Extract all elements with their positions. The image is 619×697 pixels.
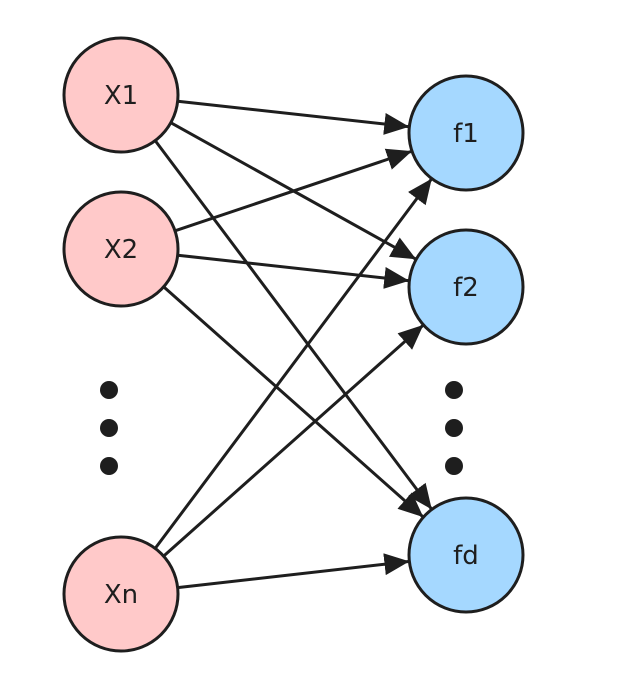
input-node-x1-circle: [62, 36, 180, 154]
input-node-xn-circle: [62, 535, 180, 653]
edge-x2-to-f1: [173, 148, 413, 233]
edge-x2-to-f2: [176, 253, 410, 289]
output-node-fd-circle: [407, 496, 525, 614]
output-node-fd-label: fd: [453, 541, 479, 571]
output-node-f1: f1: [407, 74, 525, 192]
input-node-xn: Xn: [62, 535, 180, 653]
edge-xn-to-f1: [153, 177, 433, 550]
output-node-f2: f2: [407, 228, 525, 346]
input-node-x1-label: X1: [104, 81, 138, 111]
input-node-xn-label: Xn: [104, 580, 138, 610]
edges-layer: [153, 99, 433, 590]
edge-xn-to-f2: [162, 324, 425, 558]
output-node-f1-circle: [407, 74, 525, 192]
edge-x1-to-f1: [176, 99, 410, 135]
output-node-f2-label: f2: [453, 273, 479, 303]
edge-xn-to-fd: [176, 553, 410, 590]
inputs-ellipsis-icon: [100, 381, 118, 475]
input-node-x1: X1: [62, 36, 180, 154]
edge-x2-to-fd: [162, 285, 425, 518]
input-node-x2-label: X2: [104, 235, 138, 265]
input-node-x2: X2: [62, 190, 180, 308]
output-node-f2-circle: [407, 228, 525, 346]
output-node-fd: fd: [407, 496, 525, 614]
input-node-x2-circle: [62, 190, 180, 308]
edge-x1-to-fd: [153, 139, 433, 511]
output-node-f1-label: f1: [453, 119, 479, 149]
outputs-ellipsis-icon: [445, 381, 463, 475]
